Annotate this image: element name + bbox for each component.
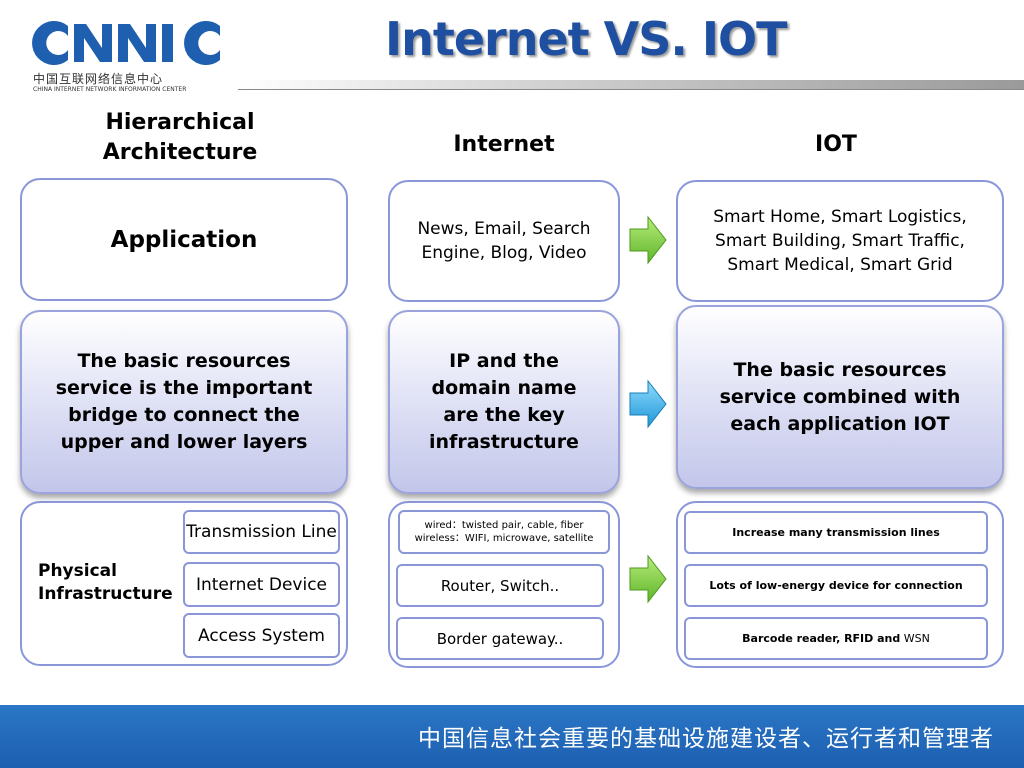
internet-access-text: Border gateway.. xyxy=(436,629,564,648)
title-divider-line xyxy=(238,89,1024,90)
basic-resources-layer-box: The basic resources service is the impor… xyxy=(20,310,348,494)
internet-device-box: Internet Device xyxy=(183,562,340,607)
column-heading-iot: IOT xyxy=(815,132,857,157)
transmission-line-box: Transmission Line xyxy=(183,510,340,554)
iot-basic-resources-box: The basic resources service combined wit… xyxy=(676,305,1004,489)
internet-transmission-box: wired：twisted pair, cable, fiber wireles… xyxy=(398,510,610,554)
iot-application-box: Smart Home, Smart Logistics, Smart Build… xyxy=(676,180,1004,302)
green-right-arrow-icon xyxy=(629,554,667,604)
iot-device-box: Lots of low-energy device for connection xyxy=(684,564,988,607)
cnnic-logo: 中国互联网络信息中心 CHINA INTERNET NETWORK INFORM… xyxy=(28,18,228,98)
logo-chinese-name: 中国互联网络信息中心 xyxy=(33,72,164,86)
internet-device-text: Internet Device xyxy=(195,574,328,595)
application-layer-label: Application xyxy=(110,226,258,253)
iot-access-text: Barcode reader, RFID and WSN xyxy=(742,632,930,645)
internet-application-text: News, Email, Search Engine, Blog, Video xyxy=(417,219,591,263)
iot-access-box: Barcode reader, RFID and WSN xyxy=(684,617,988,660)
internet-application-box: News, Email, Search Engine, Blog, Video xyxy=(388,180,620,302)
iot-access-plain-text: WSN xyxy=(900,632,930,645)
access-system-text: Access System xyxy=(198,625,325,646)
internet-device-detail-text: Router, Switch.. xyxy=(440,576,560,595)
basic-resources-layer-text: The basic resources service is the impor… xyxy=(55,350,313,453)
iot-basic-resources-text: The basic resources service combined wit… xyxy=(719,358,961,435)
iot-transmission-text: Increase many transmission lines xyxy=(732,526,940,539)
title-divider xyxy=(238,80,1024,90)
internet-wireless-text: wireless：WIFI, microwave, satellite xyxy=(414,533,594,544)
footer-slogan: 中国信息社会重要的基础设施建设者、运行者和管理者 xyxy=(418,726,994,752)
iot-transmission-box: Increase many transmission lines xyxy=(684,511,988,554)
application-layer-box: Application xyxy=(20,178,348,301)
blue-right-arrow-icon xyxy=(629,379,667,429)
iot-access-bold-text: Barcode reader, RFID and xyxy=(742,632,901,645)
page-title: Internet VS. IOT xyxy=(385,12,788,66)
cnnic-logo-mark xyxy=(32,21,220,66)
green-right-arrow-icon xyxy=(629,215,667,265)
physical-infrastructure-label: Physical Infrastructure xyxy=(38,561,173,604)
footer-bar: 中国信息社会重要的基础设施建设者、运行者和管理者 xyxy=(0,705,1024,768)
logo-english-name: CHINA INTERNET NETWORK INFORMATION CENTE… xyxy=(33,86,187,93)
column-heading-hierarchy: Hierarchical Architecture xyxy=(102,110,258,165)
transmission-line-text: Transmission Line xyxy=(186,522,337,542)
internet-basic-resources-box: IP and the domain name are the key infra… xyxy=(388,310,620,494)
column-heading-internet: Internet xyxy=(453,132,555,157)
internet-wired-text: wired：twisted pair, cable, fiber xyxy=(424,520,584,531)
access-system-box: Access System xyxy=(183,613,340,658)
iot-device-text: Lots of low-energy device for connection xyxy=(709,579,963,592)
internet-device-detail-box: Router, Switch.. xyxy=(396,564,604,607)
internet-access-box: Border gateway.. xyxy=(396,617,604,660)
internet-basic-resources-text: IP and the domain name are the key infra… xyxy=(429,350,579,453)
iot-application-text: Smart Home, Smart Logistics, Smart Build… xyxy=(713,207,967,275)
